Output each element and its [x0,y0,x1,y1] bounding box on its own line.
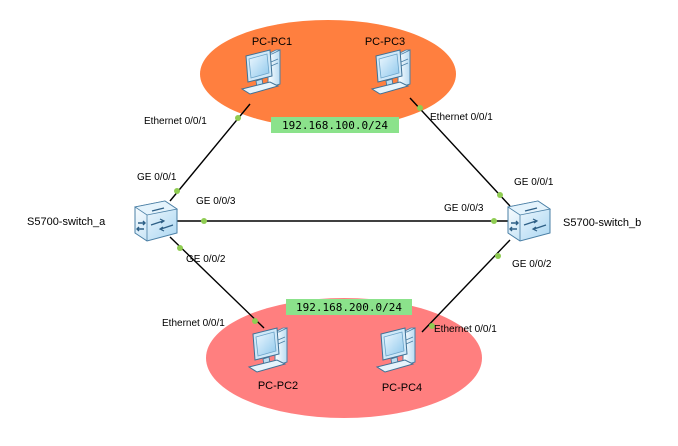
port-label: Ethernet 0/0/1 [430,112,493,123]
port-label: Ethernet 0/0/1 [434,324,497,335]
pc-pc3[interactable] [371,49,411,95]
port-dot [201,218,207,224]
port-dot [177,245,183,251]
net-label-bg-top [271,117,399,133]
pc-pc4[interactable] [376,327,416,373]
links [169,97,511,333]
port-label: GE 0/0/1 [137,172,177,183]
pc-icon [248,327,288,373]
port-label: GE 0/0/1 [514,177,554,188]
port-label: GE 0/0/3 [444,203,484,214]
device-name-switch-a: S5700-switch_a [27,216,106,228]
device-name-pc3: PC-PC3 [365,36,405,48]
port-label: Ethernet 0/0/1 [144,116,207,127]
zone-top [200,20,456,128]
device-name-pc2: PC-PC2 [258,380,298,392]
port-dot [174,188,180,194]
switch-a[interactable] [134,200,178,242]
pc-icon [241,49,281,95]
device-name-pc1: PC-PC1 [252,36,292,48]
port-dot [497,192,503,198]
pc-icon [371,49,411,95]
device-name-pc4: PC-PC4 [382,382,422,394]
link-pc3-switch-b [409,97,511,207]
port-label: GE 0/0/2 [512,259,552,270]
link-switch-a-pc2 [169,236,265,329]
port-label: Ethernet 0/0/1 [162,318,225,329]
switch-icon [134,200,178,242]
switch-icon [507,200,551,242]
port-dot [495,253,501,259]
device-name-switch-b: S5700-switch_b [563,217,641,229]
port-dot [235,115,241,121]
port-label: GE 0/0/2 [186,254,226,265]
port-label: GE 0/0/3 [196,196,236,207]
port-dots [174,105,503,329]
pc-pc1[interactable] [241,49,281,95]
port-dot [252,318,258,324]
port-dot [417,105,423,111]
port-dot [429,323,435,329]
zone-bottom [206,298,482,418]
port-dot [491,218,497,224]
net-label-top: 192.168.100.0/24 [282,119,388,132]
net-label-bg-bottom [286,299,412,315]
switch-b[interactable] [507,200,551,242]
pc-pc2[interactable] [248,327,288,373]
net-label-bottom: 192.168.200.0/24 [296,301,402,314]
pc-icon [376,327,416,373]
